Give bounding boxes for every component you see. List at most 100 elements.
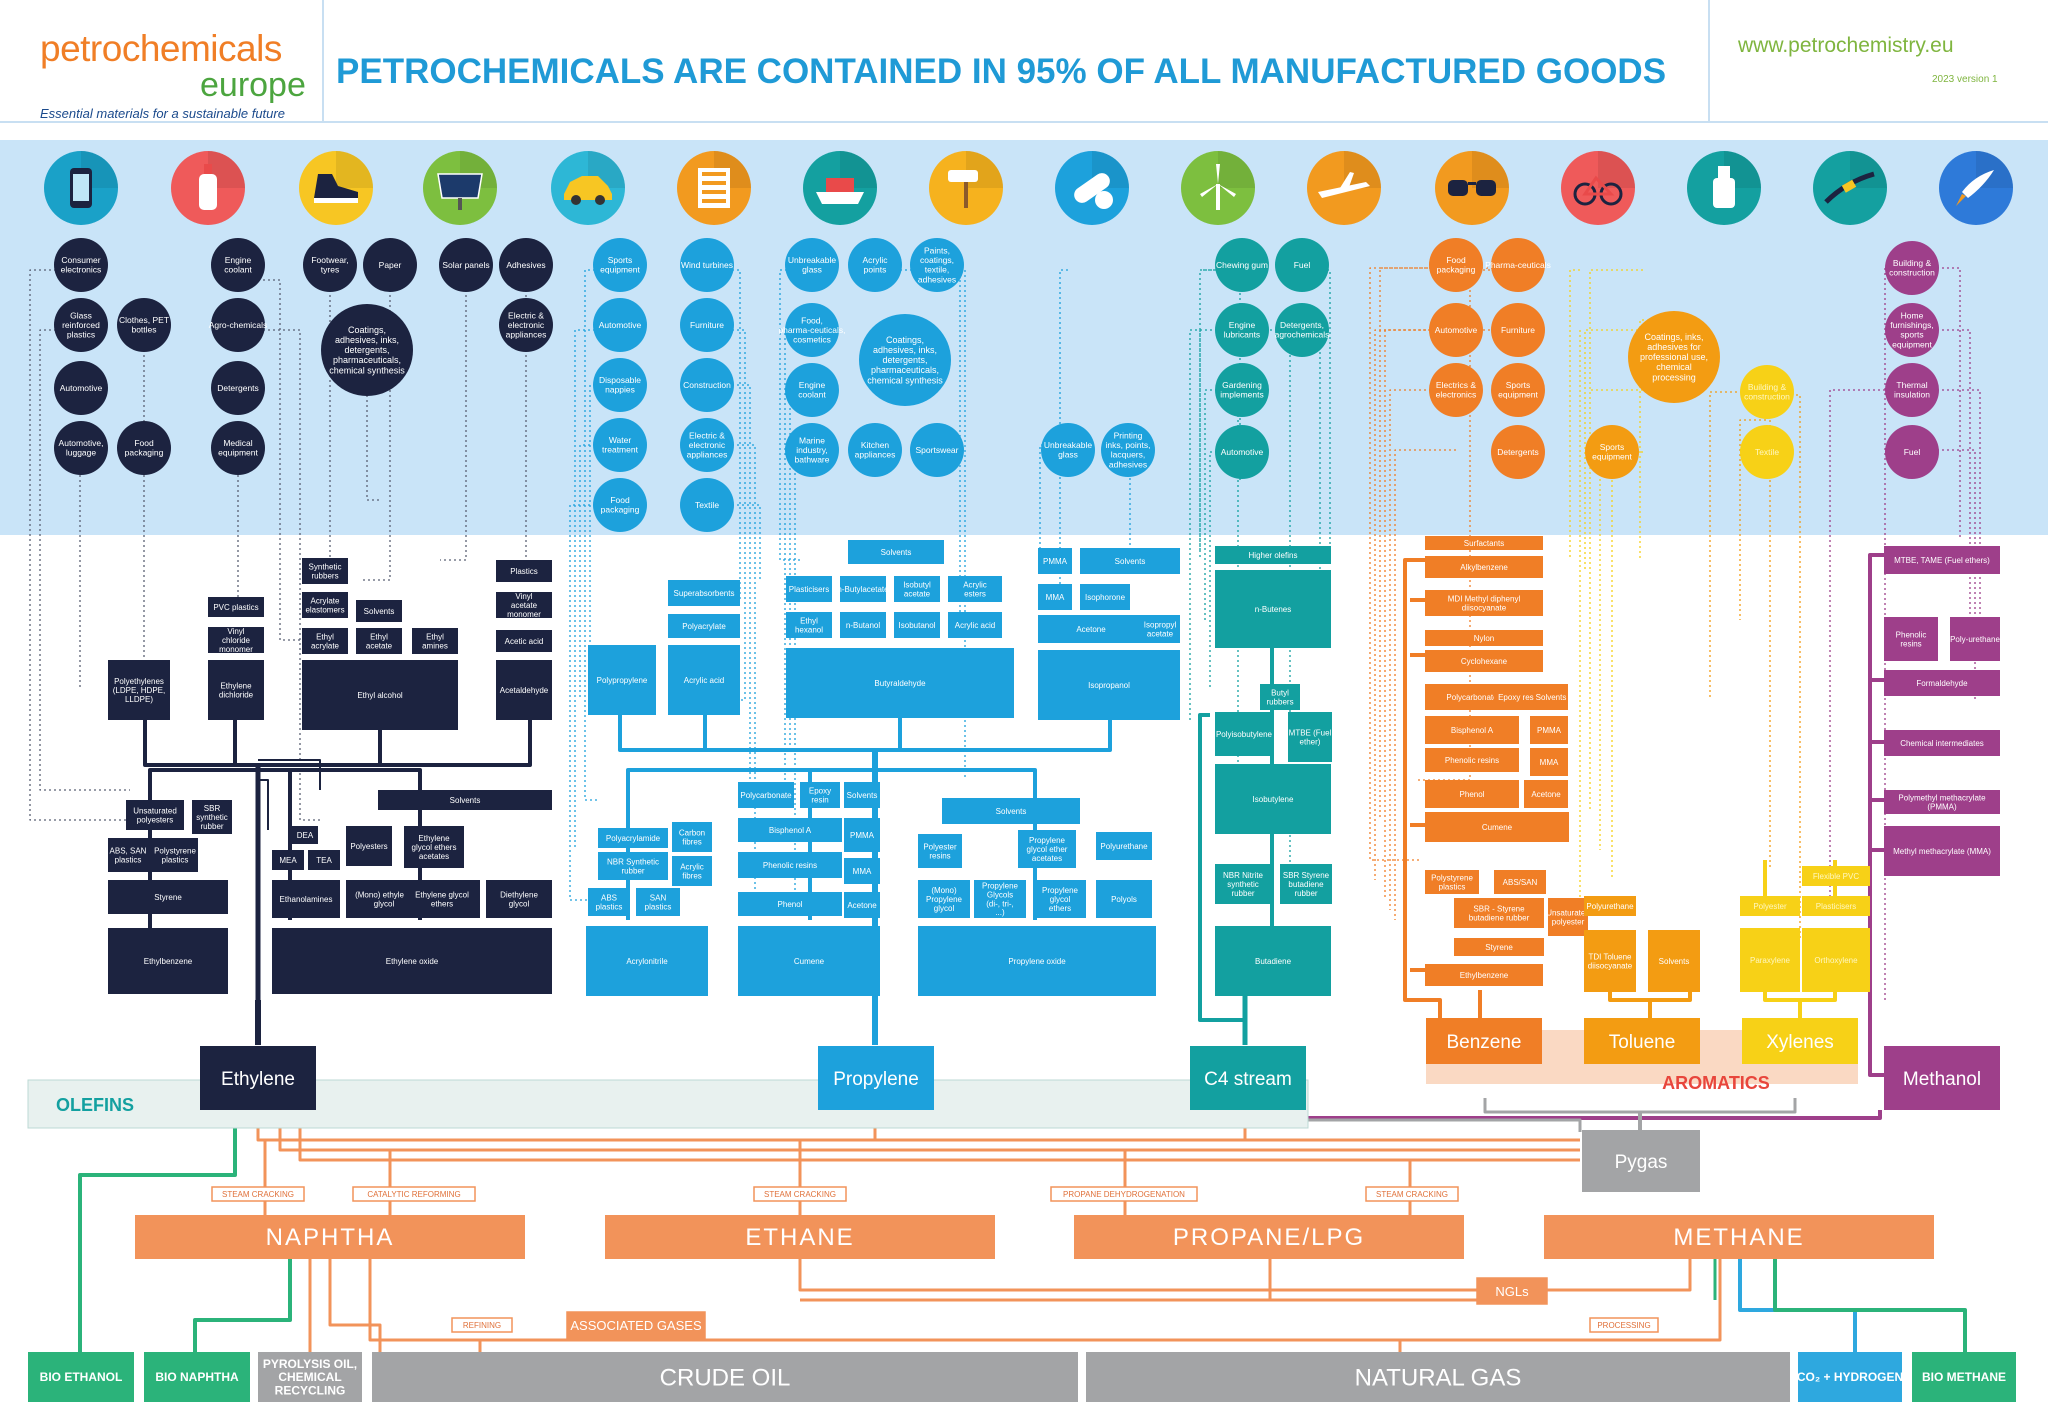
app-coatings-adhesives-inks-detergents-pharm: Coatings,adhesives, inks,detergents,phar… (859, 314, 951, 406)
app-sportswear: Sportswear (910, 423, 964, 477)
product-label: Higher olefins (1249, 551, 1298, 560)
methanol-tree (1868, 553, 1885, 1077)
app-label: Textile (695, 500, 719, 510)
app-label: Automotive (1221, 447, 1264, 457)
app-label: Automotive (599, 320, 642, 330)
app-label: Food,pharma-ceuticals,cosmetics (778, 315, 845, 344)
product-label: Acetone (847, 901, 877, 910)
product-pmma: PMMA (1530, 716, 1568, 744)
product-plasticisers: Plasticisers (1802, 896, 1870, 916)
logo-wordmark: petrochemicals (40, 28, 282, 69)
product-label: Solvents (1536, 693, 1567, 702)
header-divider-left (322, 0, 324, 122)
source-bio-naphtha: BIO NAPHTHA (144, 1352, 250, 1402)
product-orthoxylene: Orthoxylene (1802, 928, 1870, 992)
product-n-butenes: n-Butenes (1215, 570, 1331, 648)
dashed-connector (238, 329, 320, 821)
product-label: PMMA (1043, 557, 1068, 566)
ethylene-tree (258, 779, 269, 830)
product-isobutylene: Isobutylene (1215, 764, 1331, 834)
product-label: PVC plastics (213, 603, 258, 612)
product-label: MMA (1540, 758, 1559, 767)
propylene-tree (875, 768, 1037, 920)
bio-ethanol-link (78, 1110, 237, 1355)
product-label: n-Butenes (1255, 605, 1291, 614)
dashed-connector (1709, 391, 1767, 700)
feedstock-label: METHANE (1673, 1224, 1804, 1251)
product-styrene: Styrene (1454, 938, 1544, 956)
toluene-tree (1608, 990, 1652, 1020)
app-label: Fuel (1294, 260, 1311, 270)
app-label: Adhesives (506, 260, 545, 270)
base-label: Benzene (1446, 1032, 1521, 1053)
product-abs-san: ABS/SAN (1494, 870, 1546, 894)
app-detergents-agrochemicals: Detergents,agrochemicals (1275, 303, 1329, 357)
base-label: Toluene (1609, 1032, 1676, 1053)
app-paints-coatings-textile-adhesives: Paints,coatings,textile,adhesives (910, 238, 964, 292)
product-polyacrylamide: Polyacrylamide (598, 828, 668, 848)
product-label: DEA (297, 831, 314, 840)
product-plastics: Plastics (496, 560, 552, 582)
crude-link (368, 1258, 1722, 1342)
product-solvents: Solvents (356, 600, 402, 622)
product-label: Plasticisers (1816, 902, 1856, 911)
product-label: Formaldehyde (1916, 679, 1968, 688)
app-electrics-electronics: Electrics &electronics (1429, 363, 1483, 417)
app-label: Construction (683, 380, 731, 390)
source-label: BIO METHANE (1922, 1370, 2006, 1384)
product-label: Solvents (1659, 957, 1690, 966)
product-label: Polyurethane (1586, 902, 1634, 911)
dashed-connector (584, 269, 620, 801)
product-polyurethane: Polyurethane (1096, 832, 1152, 860)
product-label: Ethyl alcohol (357, 691, 403, 700)
product-acrylonitrile: Acrylonitrile (586, 926, 708, 996)
product-solvents: Solvents (378, 790, 552, 810)
product-label: Polyols (1111, 895, 1137, 904)
product-polypropylene: Polypropylene (588, 645, 656, 715)
process-steam-cracking: STEAM CRACKING (1365, 1186, 1459, 1202)
app-label: Furniture (1501, 325, 1535, 335)
product-label: Solvents (1115, 557, 1146, 566)
product-label: Isopropanol (1088, 681, 1130, 690)
dashed-connector (1912, 329, 1971, 620)
toluene-tree (1650, 990, 1692, 1002)
version-label: 2023 version 1 (1932, 74, 1998, 85)
app-label: Detergents (1497, 447, 1539, 457)
app-label: Solar panels (442, 260, 489, 270)
glasses-icon (1435, 151, 1509, 225)
base-label: Propylene (833, 1069, 919, 1090)
app-detergents: Detergents (1491, 425, 1545, 479)
product-mma: MMA (1530, 748, 1568, 776)
